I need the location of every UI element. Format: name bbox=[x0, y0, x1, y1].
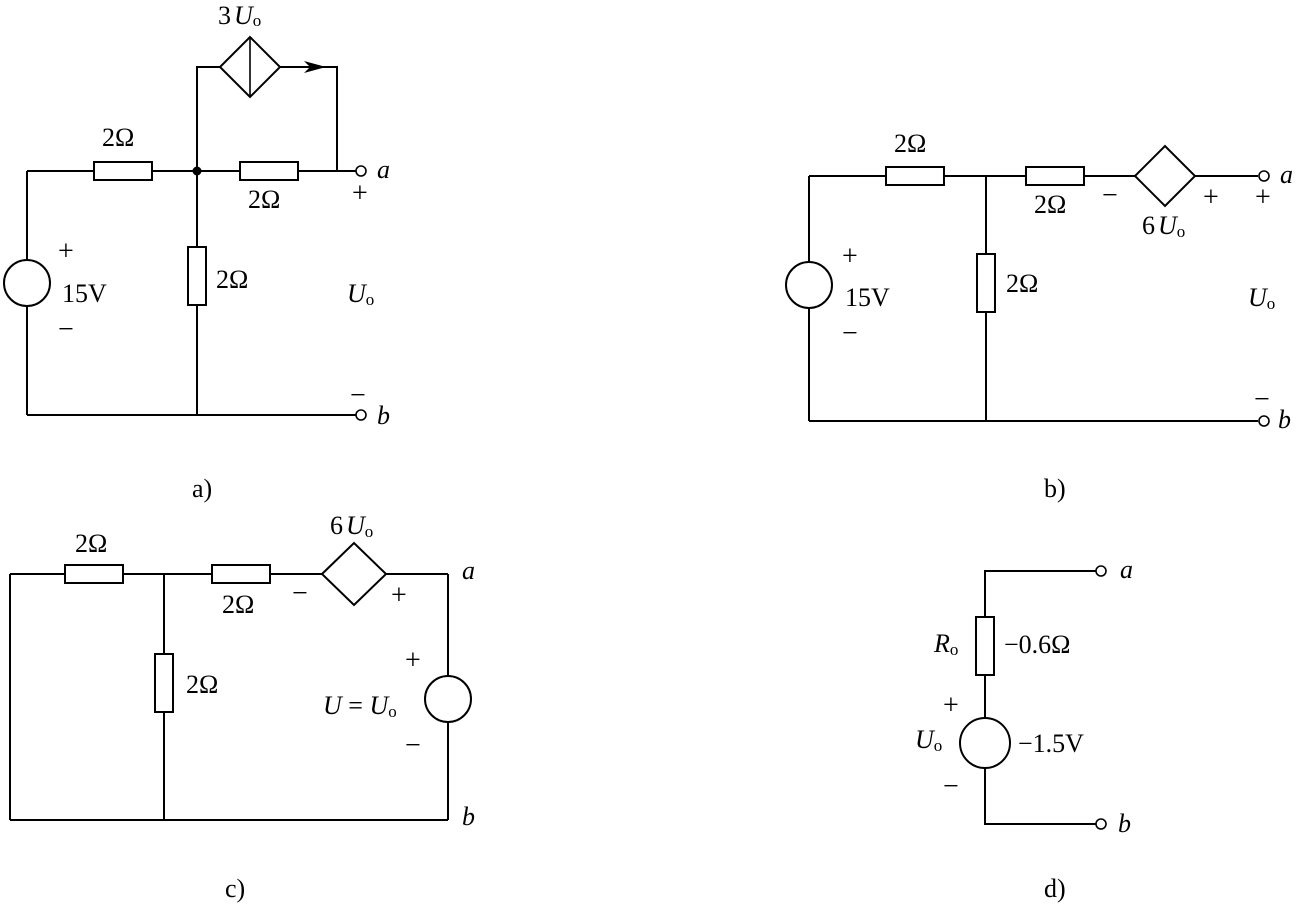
circuit-a-resistor-middle bbox=[187, 246, 207, 306]
circuit-c-terminal-b-label: b bbox=[462, 802, 475, 831]
circuit-a-output-plus: + bbox=[352, 178, 368, 209]
circuit-d-label-r: Ro bbox=[933, 629, 958, 659]
circuit-a-arrow-icon bbox=[304, 61, 326, 73]
circuit-a-label-source: 15V bbox=[62, 279, 107, 308]
circuit-b-terminal-a bbox=[1258, 170, 1270, 182]
circuit-a-label-r-middle: 2Ω bbox=[216, 265, 248, 294]
circuit-b-source-plus: + bbox=[842, 241, 858, 272]
circuit-b-dependent-source-icon bbox=[1133, 144, 1197, 208]
circuit-b-label-r-middle: 2Ω bbox=[1006, 269, 1038, 298]
circuit-b-terminal-a-label: a bbox=[1280, 160, 1293, 189]
circuit-b-output-plus: + bbox=[1255, 182, 1271, 213]
caption-b: b) bbox=[1044, 474, 1066, 503]
circuit-c-source-plus: + bbox=[405, 645, 421, 676]
circuit-d-wire bbox=[984, 570, 1096, 825]
circuit-d-terminal-a bbox=[1095, 565, 1107, 577]
circuit-c-label-r-middle: 2Ω bbox=[186, 670, 218, 699]
circuit-a-source-plus: + bbox=[58, 236, 74, 267]
circuit-d: Ro −0.6Ω + Uo − −1.5V a b d) bbox=[915, 555, 1133, 903]
circuit-c-dependent-plus: + bbox=[391, 580, 407, 611]
caption-d: d) bbox=[1044, 874, 1066, 903]
circuit-b-output-label: Uo bbox=[1248, 283, 1275, 313]
circuit-d-voltage-source-icon bbox=[959, 717, 1011, 769]
circuit-a-terminal-a-label: a bbox=[377, 155, 390, 184]
circuit-b-dependent-plus: + bbox=[1203, 182, 1219, 213]
circuit-a-wire-bypass bbox=[196, 66, 338, 171]
circuit-c-resistor-top-left bbox=[64, 564, 124, 584]
circuit-c-terminal-a-label: a bbox=[462, 556, 475, 585]
circuit-d-source-plus: + bbox=[943, 690, 959, 721]
caption-a: a) bbox=[192, 474, 212, 503]
circuit-d-resistor bbox=[975, 616, 995, 676]
circuit-a-resistor-top-right bbox=[239, 161, 299, 181]
circuit-c-source-minus: − bbox=[405, 730, 421, 761]
circuit-b-dependent-minus: − bbox=[1102, 180, 1118, 211]
circuit-c-voltage-source-icon bbox=[424, 675, 472, 723]
caption-c: c) bbox=[225, 874, 245, 903]
circuit-b-label-r-top-right: 2Ω bbox=[1034, 190, 1066, 219]
circuit-a-junction-dot bbox=[192, 166, 202, 176]
circuit-b-resistor-top-right bbox=[1025, 166, 1085, 186]
circuit-b-voltage-source-icon bbox=[785, 261, 833, 309]
circuit-a-source-minus: − bbox=[58, 314, 74, 345]
circuit-b-resistor-middle bbox=[976, 253, 996, 313]
circuit-a-terminal-a bbox=[355, 165, 367, 177]
circuit-a-output-minus: − bbox=[350, 380, 366, 411]
circuit-c-resistor-top-right bbox=[211, 564, 271, 584]
circuit-b-label-r-top-left: 2Ω bbox=[894, 129, 926, 158]
circuit-d-terminal-a-label: a bbox=[1120, 555, 1133, 584]
circuit-b-label-source: 15V bbox=[845, 283, 890, 312]
circuit-a-output-label: Uo bbox=[347, 279, 374, 309]
circuit-d-label-r-value: −0.6Ω bbox=[1004, 630, 1071, 659]
circuit-a-terminal-b bbox=[355, 409, 367, 421]
circuit-d-terminal-b-label: b bbox=[1118, 809, 1131, 838]
circuit-a-terminal-b-label: b bbox=[377, 401, 390, 430]
circuit-c-label-source: U = Uo bbox=[323, 691, 397, 721]
circuit-c-label-r-top-left: 2Ω bbox=[75, 529, 107, 558]
circuit-c-dependent-minus: − bbox=[292, 578, 308, 609]
circuit-b-source-minus: − bbox=[842, 318, 858, 349]
circuit-d-source-minus: − bbox=[943, 771, 959, 802]
circuit-b-terminal-b-label: b bbox=[1278, 405, 1291, 434]
circuit-c-label-r-top-right: 2Ω bbox=[222, 590, 254, 619]
circuit-a-label-r-top-right: 2Ω bbox=[248, 185, 280, 214]
circuit-c-dependent-source-icon bbox=[320, 541, 388, 607]
circuit-b-output-minus: − bbox=[1254, 384, 1270, 415]
circuit-d-label-v-value: −1.5V bbox=[1018, 729, 1084, 758]
circuit-a-resistor-top-left bbox=[93, 161, 153, 181]
circuit-b-resistor-top-left bbox=[885, 166, 945, 186]
circuit-a-label-r-top-left: 2Ω bbox=[102, 123, 134, 152]
circuit-c-resistor-middle bbox=[154, 653, 174, 713]
circuit-b-terminal-b bbox=[1258, 415, 1270, 427]
circuit-d-label-v: Uo bbox=[915, 725, 942, 755]
circuit-d-terminal-b bbox=[1095, 818, 1107, 830]
circuit-a-voltage-source-icon bbox=[3, 259, 51, 307]
